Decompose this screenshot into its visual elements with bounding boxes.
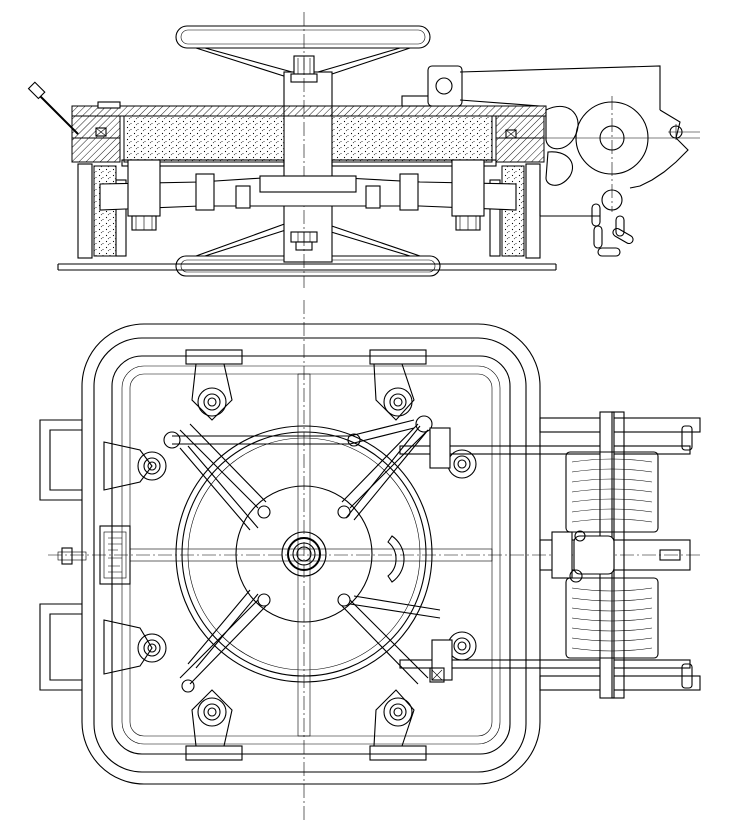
plan-view (39, 300, 701, 820)
handwheel-upper (175, 25, 431, 79)
dog-bracket-bl (185, 689, 243, 761)
dog-mechanism (401, 65, 700, 257)
dog-bracket-tr (369, 349, 427, 421)
spindle (283, 12, 333, 288)
handle-upper (39, 419, 82, 501)
dog-bracket-br (369, 689, 427, 761)
dog-bracket-tl (185, 349, 243, 421)
handle-lower (39, 603, 82, 691)
spring-mechanism (399, 411, 701, 699)
dog-bracket-left (103, 441, 167, 675)
name-plate (99, 525, 131, 585)
section-view (27, 12, 700, 288)
dog-arms (99, 159, 517, 231)
lid-plate (27, 81, 547, 167)
